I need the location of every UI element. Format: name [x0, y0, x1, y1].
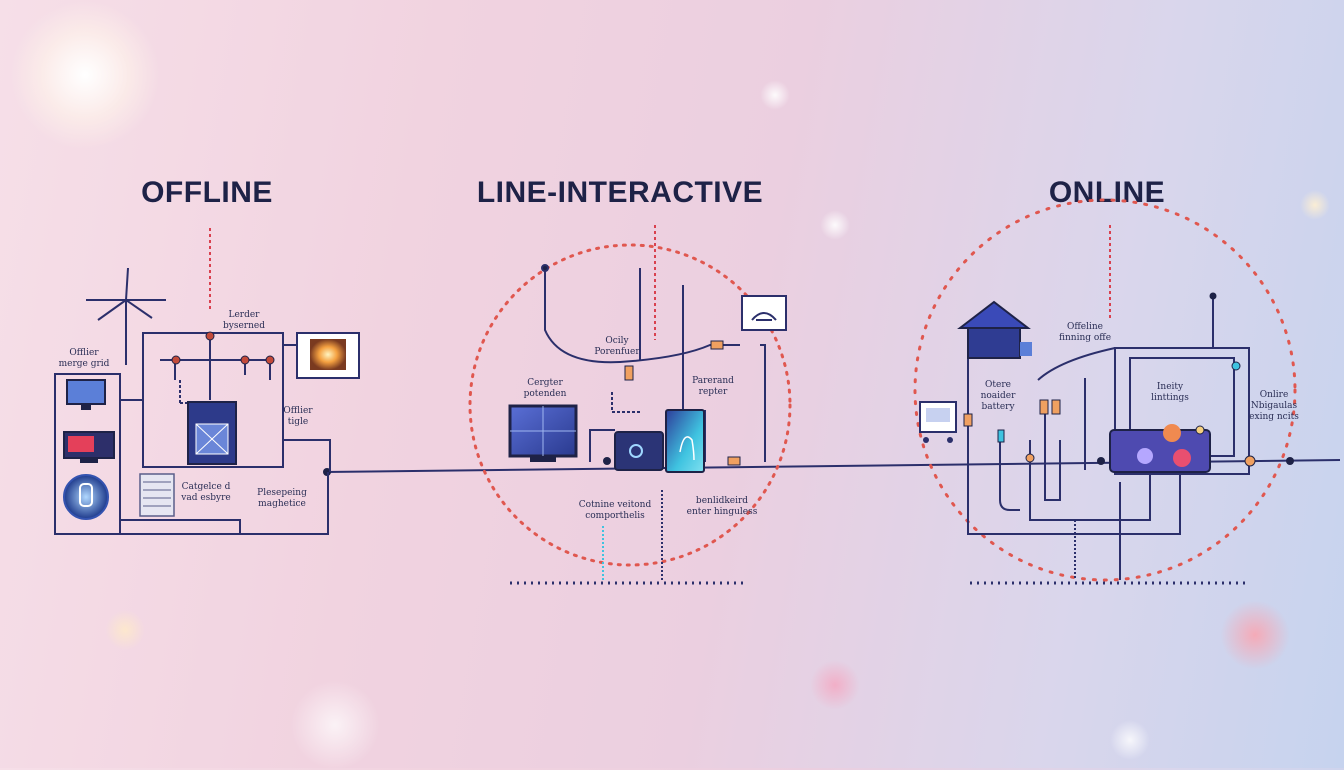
line-interactive-diagram [468, 225, 792, 585]
label-online-finning: Offeline finning offe [1058, 322, 1112, 343]
connector-nodes [624, 340, 741, 466]
inverter-icon [614, 431, 664, 471]
computer-monitor-icon [508, 404, 578, 462]
label-offline-bypass: Lerder byserned [223, 310, 265, 331]
label-online-battery: Otere noaider battery [980, 380, 1016, 412]
battery-pack-icon [1109, 424, 1211, 473]
computer-icon [63, 431, 115, 463]
label-offline-plesepeing: Plesepeing maghetice [257, 488, 307, 509]
router-icon [741, 295, 787, 331]
lightbulb-icon [296, 332, 360, 379]
bus-node [1097, 457, 1105, 465]
bus-node [1286, 457, 1294, 465]
battery-icon [665, 409, 705, 473]
label-offline-catgelce: Catgelce d vad esbyre [181, 482, 231, 503]
monitor-icon [66, 379, 106, 410]
section-title-line-interactive: LINE-INTERACTIVE [476, 176, 764, 209]
wind-turbine-icon [86, 267, 166, 365]
power-plug-icon [63, 474, 109, 520]
label-li-potenden: Cergter potenden [523, 378, 567, 399]
bus-node [603, 457, 611, 465]
transformer-icon [187, 401, 237, 465]
label-offline-grid: Offlier merge grid [58, 348, 110, 369]
label-li-repter: Parerand repter [692, 376, 734, 397]
house-icon [957, 300, 1032, 359]
label-li-hinguless: benlidkeird enter hinguless [686, 496, 758, 517]
online-diagram [913, 198, 1297, 585]
label-online-linttings: Ineity linttings [1151, 382, 1189, 403]
server-rack-icon [139, 473, 175, 517]
label-offline-tigle: Offlier tigle [283, 406, 313, 427]
cabinet-icon [919, 401, 957, 443]
connector-nodes [171, 331, 275, 365]
section-title-offline: OFFLINE [141, 176, 273, 209]
connector-nodes [963, 292, 1256, 467]
offline-diagram [54, 228, 331, 535]
label-li-comporthelis: Cotnine veitond comporthelis [578, 500, 652, 521]
label-li-porenfuer: Ocily Porenfuer [594, 336, 640, 357]
label-online-nbigaulas: Onlire Nbigaulas exing ncits [1249, 390, 1299, 422]
